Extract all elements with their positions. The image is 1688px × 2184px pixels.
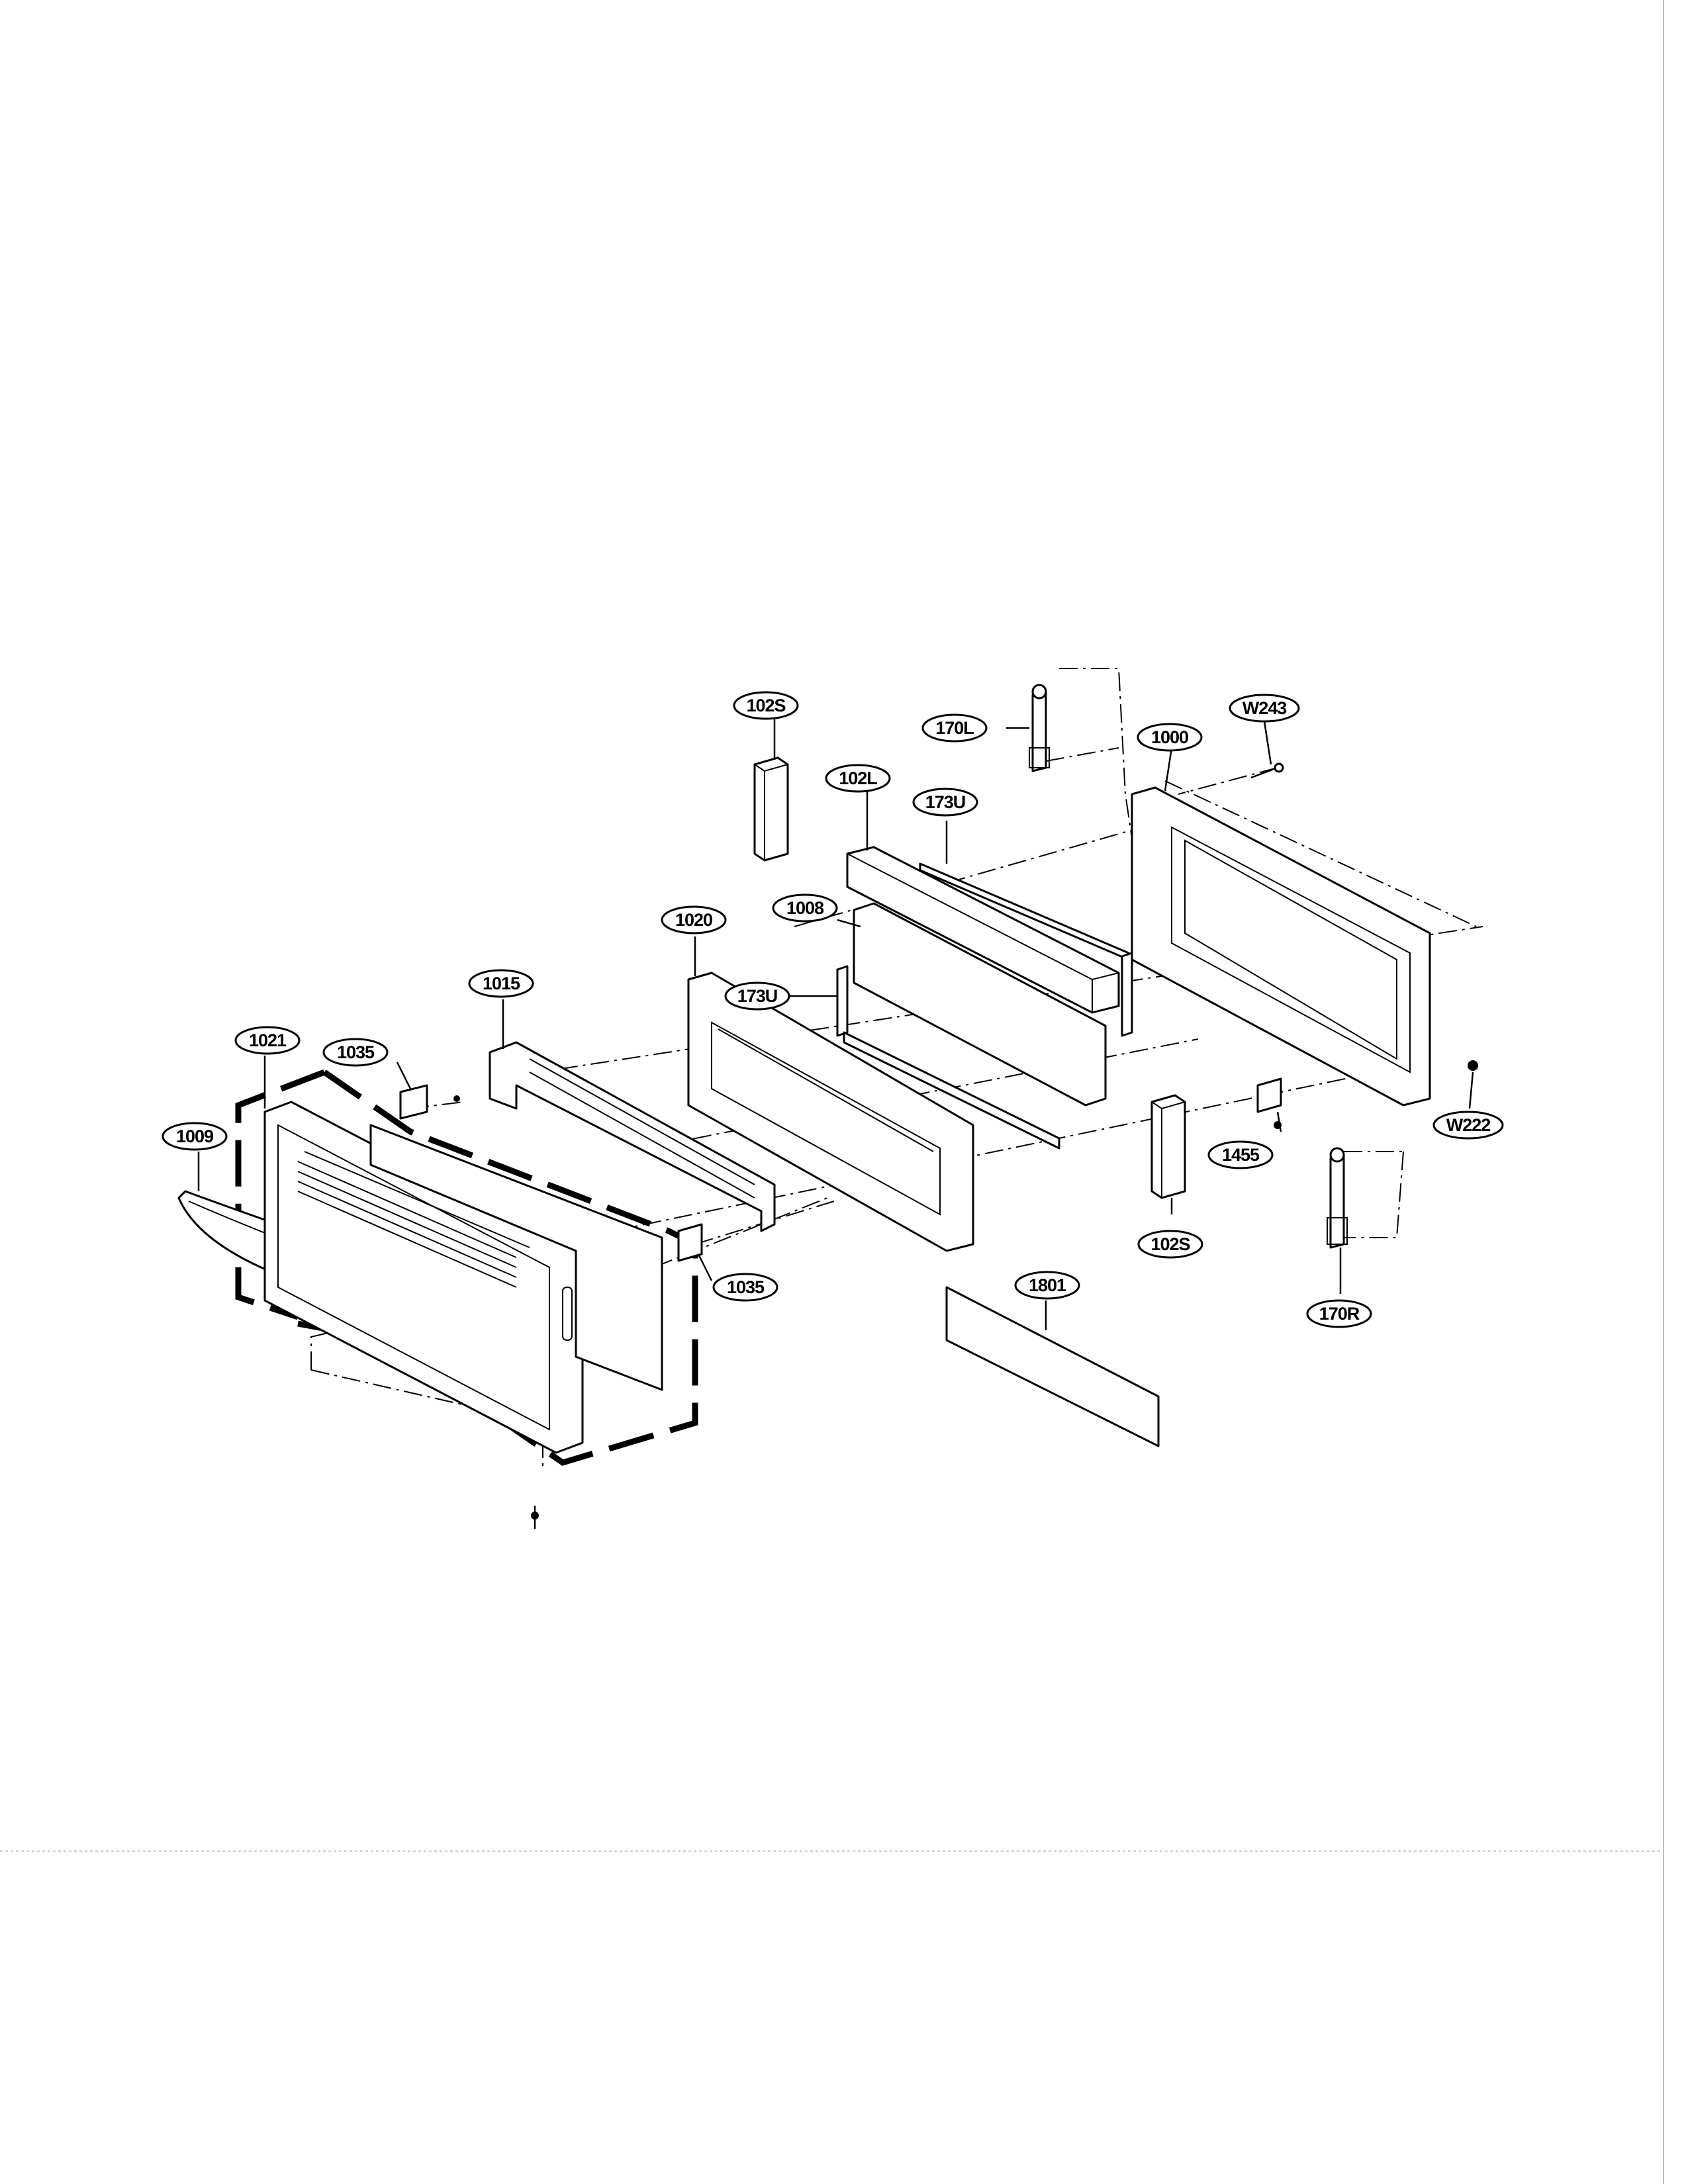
callout-1015: 1015 [468,969,534,998]
hinge-170l [1029,684,1050,772]
callout-label: 1009 [176,1126,214,1146]
callout-1009: 1009 [162,1122,228,1151]
hinge-170r [1327,1147,1348,1249]
bottom-screw [531,1506,539,1529]
screw-w243 [1250,762,1284,779]
callout-label: 170R [1319,1304,1360,1324]
callout-label: W243 [1243,698,1288,718]
seal-strip-173u-long [843,1031,1060,1150]
callout-label: 1020 [675,910,712,930]
spacer-102s-top [753,756,789,862]
callout-170r: 170R [1306,1299,1372,1328]
callout-1035-top: 1035 [322,1038,389,1067]
screw-w222 [1468,1060,1478,1071]
outer-panel-1021 [263,1101,584,1454]
spacer-102s-bottom [1150,1094,1186,1199]
inner-door-1000 [1131,786,1431,1107]
callout-label: 1035 [337,1042,375,1062]
callout-label: W222 [1446,1115,1491,1135]
label-1801 [945,1286,1160,1447]
callout-1000: 1000 [1137,723,1203,752]
callout-1020: 1020 [661,905,727,934]
callout-label: 1021 [249,1030,287,1050]
callout-102l: 102L [825,764,891,793]
callout-1021: 1021 [234,1026,301,1055]
callout-1008: 1008 [772,893,838,923]
callout-label: 102S [1150,1234,1190,1254]
callout-label: 1455 [1222,1145,1260,1165]
inner-frame-1020 [687,972,974,1252]
callout-label: 170L [935,718,974,738]
glass-1008 [853,902,1107,1107]
callout-1801: 1801 [1014,1271,1080,1300]
seal-173u-middle [836,965,849,1037]
callout-102s-bot: 102S [1137,1230,1203,1259]
callout-label: 1801 [1029,1275,1066,1295]
bracket-1455 [1256,1077,1282,1129]
trim-bracket-1015 [489,1041,776,1232]
hinge-bracket-1035-lower [677,1223,703,1262]
callout-label: 173U [925,792,966,812]
callout-173u-mid: 173U [724,981,790,1011]
glass-panel-behind-1021 [369,1124,663,1391]
callout-label: 102S [746,696,785,715]
callout-173u-top: 173U [912,788,978,817]
callout-1035-bot: 1035 [712,1273,778,1302]
callout-w222: W222 [1432,1111,1504,1140]
callout-1455: 1455 [1207,1140,1274,1169]
callout-label: 102L [839,768,877,788]
callout-label: 1000 [1151,727,1188,747]
callout-label: 1035 [727,1277,765,1297]
hinge-bracket-1035-upper [399,1084,460,1120]
seal-173u-top-right [1121,952,1133,1037]
callout-label: 1008 [786,898,824,918]
leader-lines [197,718,1474,1330]
callout-170l: 170L [921,713,988,743]
callout-w243: W243 [1229,694,1300,723]
callout-102s-top: 102S [733,691,799,720]
callout-label: 173U [737,986,778,1006]
callout-label: 1015 [483,974,520,993]
